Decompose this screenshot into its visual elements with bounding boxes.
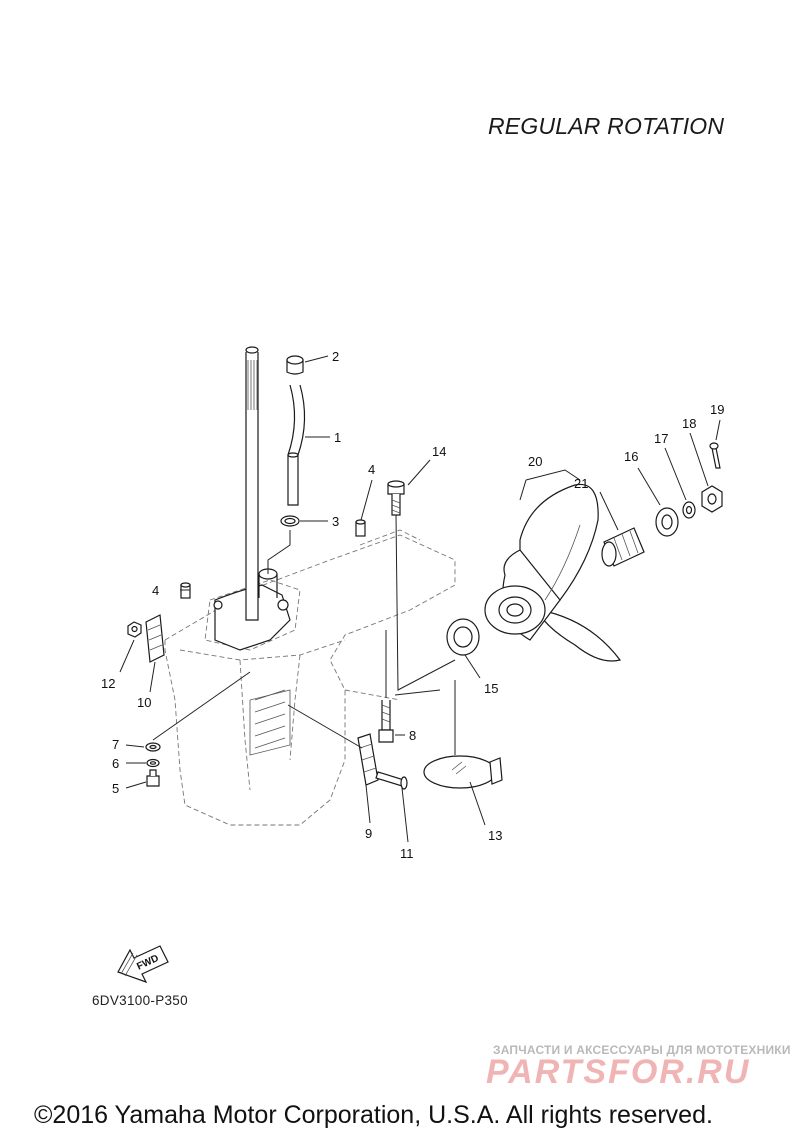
callout-4b: 4: [152, 583, 159, 598]
callout-2: 2: [332, 349, 339, 364]
callout-4a: 4: [368, 462, 375, 477]
page-title: REGULAR ROTATION: [488, 113, 725, 139]
water-tube: [287, 384, 306, 506]
callout-20: 20: [528, 454, 542, 469]
callout-15: 15: [484, 681, 498, 696]
bolt-8: [378, 700, 394, 743]
callout-13: 13: [488, 828, 502, 843]
washer-17: [682, 501, 696, 519]
callout-17: 17: [654, 431, 668, 446]
bolt-top: [387, 480, 405, 516]
drive-shaft: [245, 346, 259, 621]
cotter-pin-19: [709, 442, 721, 469]
callout-21: 21: [574, 476, 588, 491]
anode-9: [357, 733, 379, 786]
washer-7: [145, 742, 161, 752]
callout-9: 9: [365, 826, 372, 841]
callout-1: 1: [334, 430, 341, 445]
fwd-arrow-icon: FWD: [117, 945, 169, 984]
copyright-notice: ©2016 Yamaha Motor Corporation, U.S.A. A…: [34, 1101, 713, 1129]
dowel-pin-upper: [355, 519, 366, 537]
callout-7: 7: [112, 737, 119, 752]
watermark-tagline: ЗАПЧАСТИ И АКСЕССУАРЫ ДЛЯ МОТОТЕХНИКИ: [493, 1043, 791, 1057]
diagram-code: 6DV3100-P350: [92, 993, 188, 1008]
bolt-5: [146, 769, 160, 787]
callout-5: 5: [112, 781, 119, 796]
anode-plate-13: [423, 755, 503, 789]
grommet: [286, 355, 304, 375]
dowel-pin-lower: [180, 582, 191, 599]
callout-10: 10: [137, 695, 151, 710]
bushing-21: [601, 527, 645, 567]
callout-3: 3: [332, 514, 339, 529]
callout-18: 18: [682, 416, 696, 431]
nut-12: [127, 621, 142, 638]
callouts: 1 2 3 4 4 5 6 7 8 9 10 11 12 13 14 15 16…: [101, 349, 724, 861]
callout-16: 16: [624, 449, 638, 464]
lower-unit-housing: [164, 529, 456, 826]
o-ring: [280, 515, 300, 527]
leader-lines: [119, 355, 721, 843]
callout-11: 11: [400, 846, 414, 861]
callout-14: 14: [432, 444, 446, 459]
washer-6: [146, 758, 160, 768]
thrust-washer-15: [446, 618, 480, 656]
propeller: [484, 483, 622, 662]
screw-11: [375, 771, 408, 790]
callout-19: 19: [710, 402, 724, 417]
trim-block: [145, 614, 165, 663]
nut-18: [701, 485, 723, 513]
callout-6: 6: [112, 756, 119, 771]
callout-8: 8: [409, 728, 416, 743]
callout-12: 12: [101, 676, 115, 691]
intake-grille: [249, 689, 291, 756]
watermark-logo: PARTSFOR.RU: [486, 1053, 751, 1091]
spacer-16: [655, 507, 679, 537]
